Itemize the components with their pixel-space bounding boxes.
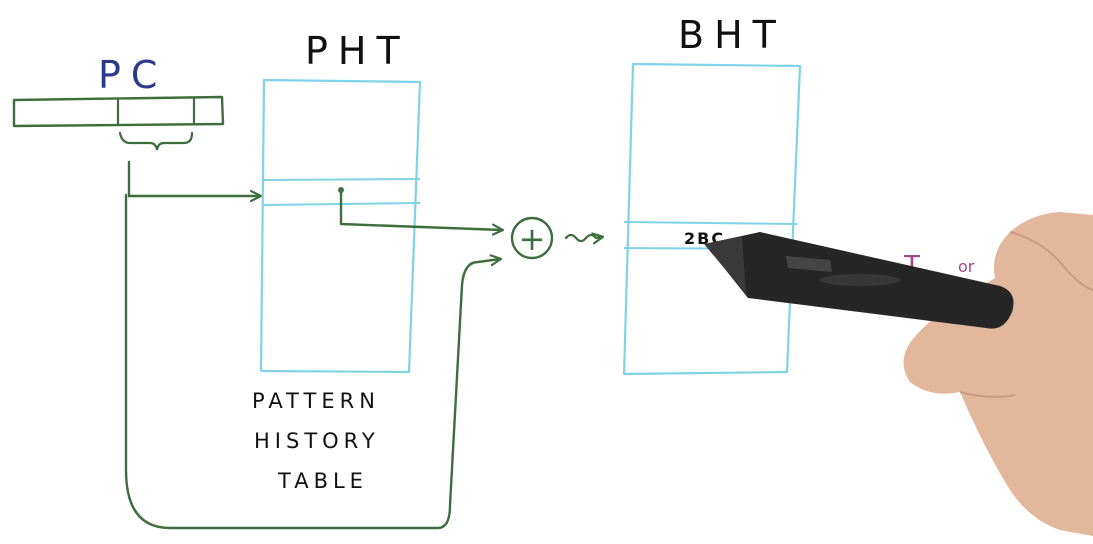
- pht-to-adder-arrow: [339, 190, 502, 230]
- adder-circle: [510, 216, 554, 260]
- pc-label: PC: [98, 53, 167, 97]
- pen-icon: [704, 232, 1014, 329]
- pc-to-pht-arrow: [127, 160, 260, 196]
- hand-icon: [903, 212, 1093, 536]
- pc-register: [12, 95, 225, 151]
- pc-to-adder-arrow: [124, 193, 500, 530]
- pht-entry-dot: [338, 187, 344, 193]
- outcome-or: or: [958, 257, 975, 276]
- pht-caption-line-2: HISTORY: [254, 429, 380, 453]
- pht-caption-line-1: PATTERN: [252, 389, 380, 413]
- adder-to-bht-arrow: [564, 235, 602, 241]
- adder-symbol: +: [519, 220, 546, 258]
- pht-label: PHT: [305, 29, 410, 73]
- bht-table: [622, 62, 802, 376]
- bht-label: BHT: [678, 13, 786, 57]
- pht-caption-line-3: TABLE: [277, 469, 368, 493]
